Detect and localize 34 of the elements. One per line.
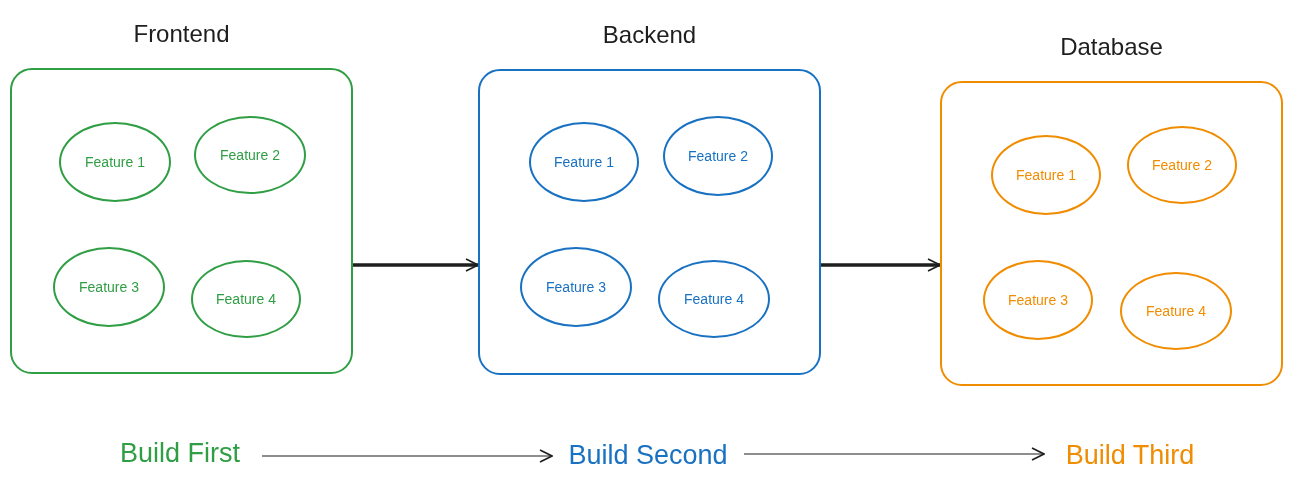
feature-ellipse [1120, 272, 1232, 350]
arrow [353, 258, 479, 272]
feature-ellipse [191, 260, 301, 338]
feature-label: Feature 4 [1145, 302, 1207, 321]
group-title: Database [1060, 32, 1163, 62]
stage-label: Build First [120, 436, 240, 470]
feature-label: Feature 1 [84, 153, 146, 172]
group-title: Frontend [133, 19, 230, 49]
feature-label: Feature 2 [1151, 156, 1213, 175]
feature-ellipse [1127, 126, 1237, 204]
arrow [743, 447, 1045, 461]
feature-ellipse [983, 260, 1093, 340]
feature-label: Feature 3 [545, 278, 607, 297]
feature-label: Feature 1 [1015, 166, 1077, 185]
feature-label: Feature 3 [1007, 291, 1069, 310]
feature-ellipse [658, 260, 770, 338]
feature-ellipse [520, 247, 632, 327]
arrow [821, 258, 941, 272]
group-title: Backend [602, 20, 697, 50]
feature-ellipse [194, 116, 306, 194]
feature-label: Feature 4 [215, 290, 277, 309]
feature-ellipse [529, 122, 639, 202]
arrow [261, 449, 553, 463]
feature-ellipse [53, 247, 165, 327]
feature-label: Feature 3 [78, 278, 140, 297]
feature-label: Feature 2 [219, 146, 281, 165]
feature-label: Feature 2 [687, 147, 749, 166]
feature-label: Feature 4 [683, 290, 745, 309]
feature-ellipse [991, 135, 1101, 215]
feature-label: Feature 1 [553, 153, 615, 172]
stage-label: Build Third [1065, 438, 1195, 472]
feature-ellipse [663, 116, 773, 196]
feature-ellipse [59, 122, 171, 202]
stage-label: Build Second [568, 438, 728, 472]
